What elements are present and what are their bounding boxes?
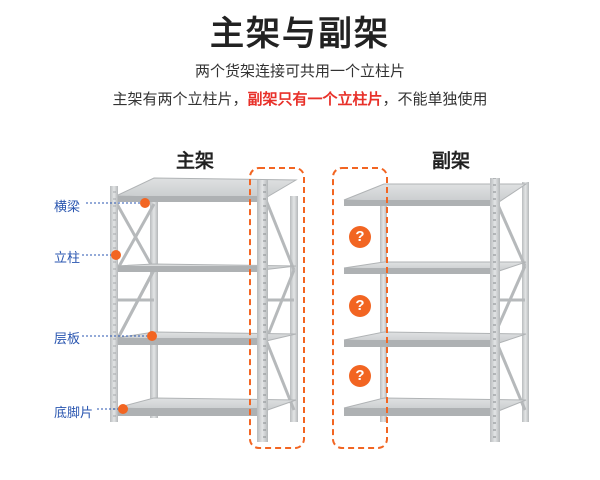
callout-beam: 横梁 [54,200,81,215]
main-left-bracing [115,203,156,341]
subtitle-line-2-part3: ，不能单独使用 [382,90,488,108]
sub-rack-heading: 副架 [432,150,471,172]
callout-foot-plate: 底脚片 [54,406,94,421]
subtitle-line-2-part1: 主架有两个立柱片， [112,90,248,108]
marker-beam [140,198,150,208]
sub-back-right-upright [522,182,529,422]
main-rack-heading: 主架 [176,150,215,172]
main-upright-highlight [249,167,305,449]
sub-shelves [343,183,528,416]
main-back-left-upright [150,196,158,418]
main-back-right-upright [290,196,298,422]
subtitle-highlight: 副架只有一个立柱片 [247,90,383,108]
marker-upright [111,250,121,260]
sub-missing-upright-box [332,167,388,449]
main-rack [110,167,305,449]
marker-shelf [147,331,157,341]
question-mark-icon: ? [349,295,371,317]
main-right-bracing [264,199,296,411]
callout-shelf: 层板 [54,332,81,347]
marker-foot-plate [118,404,128,414]
question-mark-icon: ? [349,226,371,248]
page-title: 主架与副架 [210,14,390,54]
subtitle-line-1: 两个货架连接可共用一个立柱片 [194,62,405,80]
subtitle-line-2: 主架有两个立柱片，副架只有一个立柱片，不能单独使用 [0,88,600,109]
callout-upright: 立柱 [54,251,81,266]
question-mark-icon: ? [349,365,371,387]
sub-back-left-upright [380,190,387,422]
sub-rack [332,167,529,449]
callout-leaders [82,198,157,414]
main-shelves [115,177,298,416]
